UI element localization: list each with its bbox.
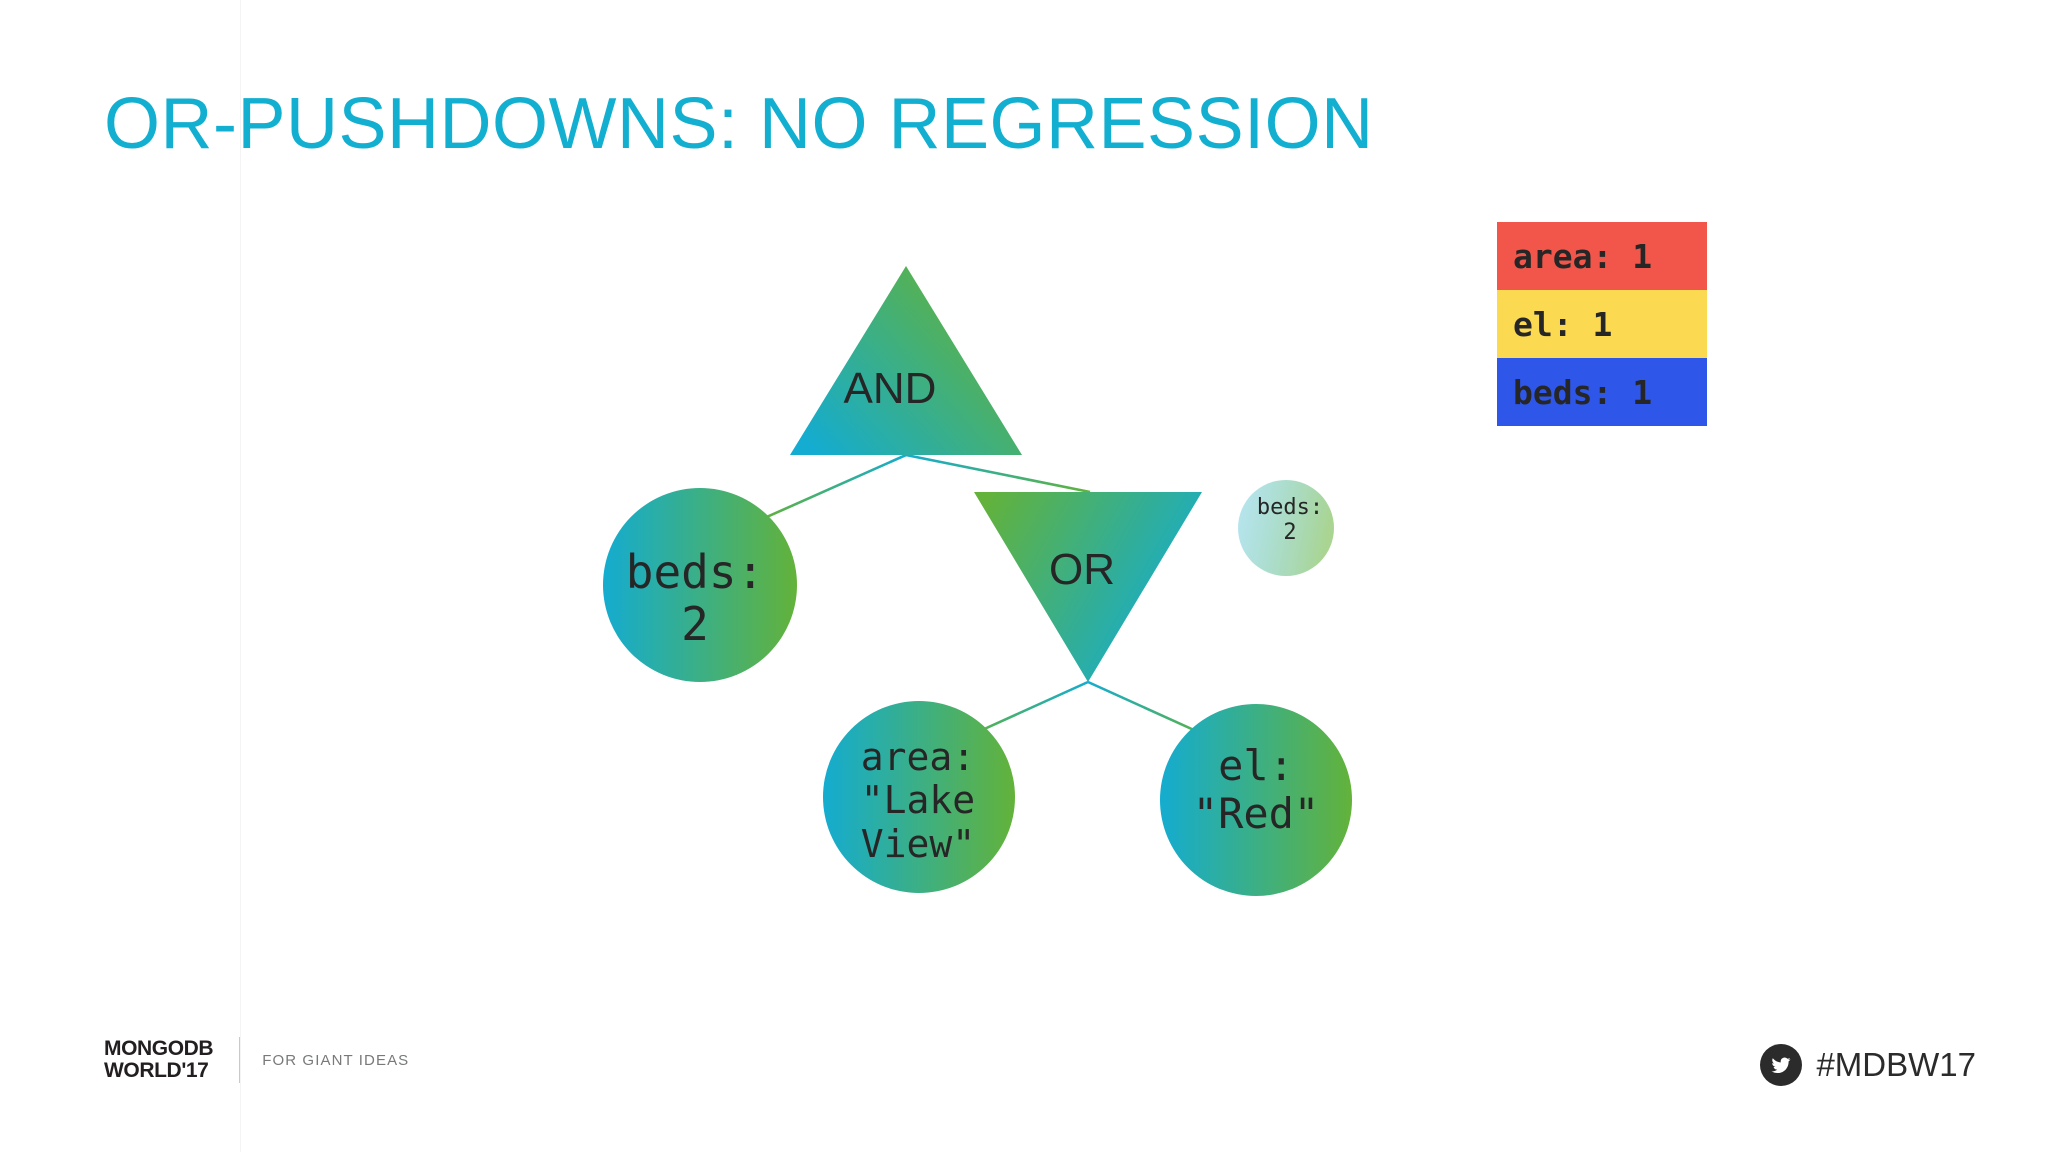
footer-social: #MDBW17 [1760, 1044, 1976, 1086]
node-area-circle [823, 701, 1015, 893]
node-and-triangle [790, 266, 1022, 455]
logo-line-1: MONGODB [104, 1036, 214, 1060]
node-area-label: area: "Lake View" [860, 735, 976, 866]
node-beds-label: beds: 2 [625, 545, 765, 652]
logo-tagline: FOR GIANT IDEAS [262, 1051, 410, 1069]
twitter-icon [1760, 1044, 1803, 1086]
legend-label-beds: beds: 1 [1513, 372, 1653, 412]
node-and-label: AND [843, 364, 937, 413]
node-el-circle [1160, 704, 1352, 896]
page-title: OR-PUSHDOWNS: NO REGRESSION [104, 84, 1374, 164]
legend-row-area: area: 1 [1497, 222, 1707, 290]
legend: area: 1 el: 1 beds: 1 [1497, 222, 1707, 426]
node-beds-ghost-label: beds: 2 [1256, 495, 1324, 546]
node-or-triangle [974, 492, 1202, 682]
legend-label-area: area: 1 [1513, 236, 1653, 276]
node-or-label: OR [1049, 545, 1115, 594]
mongodb-world-logo: MONGODB WORLD'17 [104, 1036, 214, 1083]
node-el-label: el: "Red" [1192, 741, 1320, 838]
edge-and-to-beds [759, 453, 907, 522]
edge-or-to-el [1087, 680, 1217, 742]
logo-line-2: WORLD'17 [104, 1059, 209, 1082]
event-hashtag: #MDBW17 [1816, 1046, 1976, 1083]
edge-and-to-or [905, 453, 1091, 494]
left-margin-rule [240, 0, 241, 1152]
node-beds-ghost-circle [1238, 480, 1334, 576]
legend-label-el: el: 1 [1513, 304, 1613, 344]
edge-or-to-area [959, 680, 1089, 742]
legend-row-beds: beds: 1 [1497, 358, 1707, 426]
footer-brand: MONGODB WORLD'17 FOR GIANT IDEAS [104, 1037, 409, 1083]
node-beds-circle [603, 488, 797, 682]
legend-row-el: el: 1 [1497, 290, 1707, 358]
logo-divider [239, 1037, 241, 1083]
